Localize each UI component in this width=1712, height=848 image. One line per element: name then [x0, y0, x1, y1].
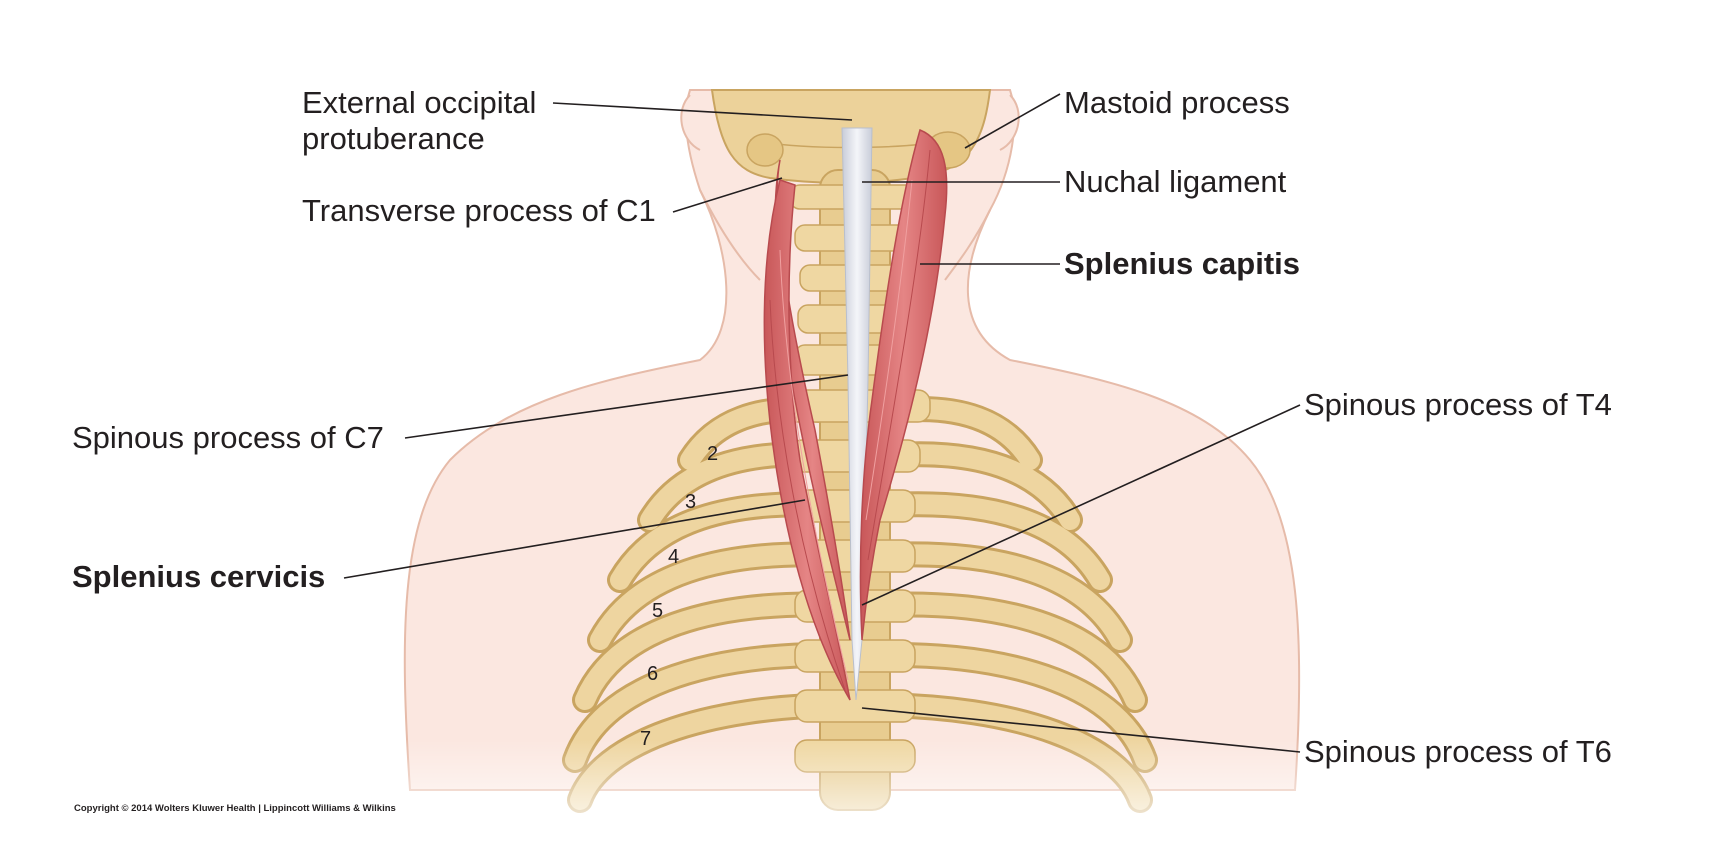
label-mastoid: Mastoid process [1064, 85, 1290, 120]
label-nuchal: Nuchal ligament [1064, 164, 1287, 199]
leader-spinous-t4 [861, 404, 1301, 606]
nuchal-ligament-shape [841, 127, 873, 701]
rib-numbers: 2 3 4 5 6 7 [640, 443, 718, 750]
copyright-text: Copyright © 2014 Wolters Kluwer Health |… [74, 803, 396, 814]
label-external-occipital-line1: External occipital [302, 85, 537, 120]
rib-number: 6 [647, 663, 658, 685]
leader-spinous-c7 [404, 374, 849, 439]
label-transverse-c1: Transverse process of C1 [302, 193, 656, 228]
label-splenius-capitis: Splenius capitis [1064, 246, 1301, 281]
rib-number: 3 [685, 491, 696, 513]
leader-spinous-t6 [861, 707, 1301, 753]
label-splenius-cervicis: Splenius cervicis [72, 559, 326, 594]
leader-lines [343, 93, 1301, 753]
label-spinous-t6: Spinous process of T6 [1304, 734, 1612, 769]
splenius-capitis-shape [859, 128, 948, 641]
rib-number: 4 [668, 546, 679, 568]
splenius-cervicis-shape [763, 179, 851, 701]
label-spinous-t4: Spinous process of T4 [1304, 387, 1612, 422]
rib-number: 2 [707, 443, 718, 465]
label-external-occipital-line2: protuberance [302, 121, 485, 156]
leader-transverse-c1 [672, 177, 783, 213]
leader-mastoid [964, 93, 1061, 149]
leader-splenius-cervicis [343, 499, 806, 579]
leader-external-occipital [552, 102, 853, 121]
label-spinous-c7: Spinous process of C7 [72, 420, 384, 455]
rib-number: 7 [640, 728, 651, 750]
rib-number: 5 [652, 600, 663, 622]
